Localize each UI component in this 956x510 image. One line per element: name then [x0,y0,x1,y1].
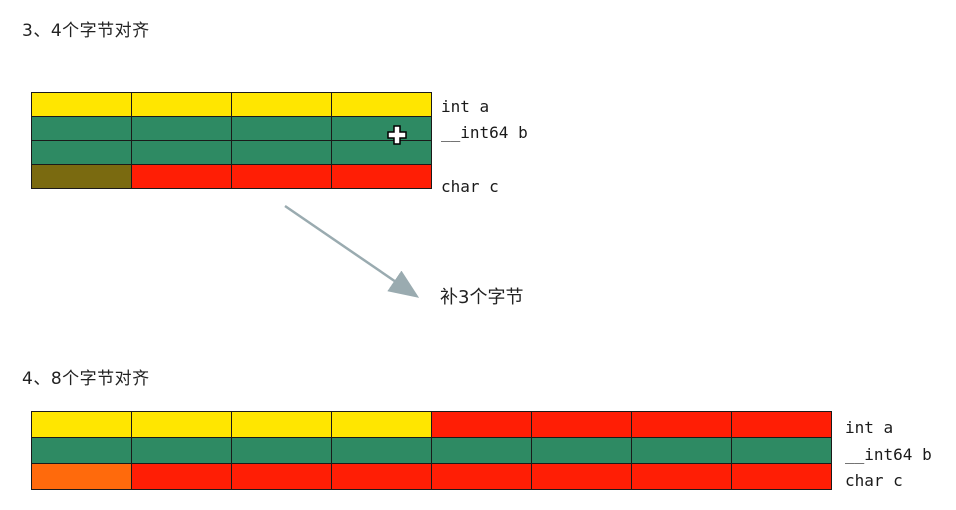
grid2-body [31,411,832,490]
byte-block [731,463,832,490]
byte-block [331,116,432,141]
byte-block [131,437,232,464]
grid1-body [31,92,432,189]
byte-block [431,411,532,438]
memory-layout-4byte [31,92,432,189]
byte-block [231,164,332,189]
field-int-a: int a [441,97,490,116]
byte-block [431,463,532,490]
memory-row-2 [31,140,432,165]
byte-block [631,411,732,438]
byte-block [331,437,432,464]
field-int-a: int a [845,418,894,437]
byte-block [531,411,632,438]
byte-block [531,463,632,490]
byte-block [231,140,332,165]
byte-block [731,411,832,438]
padding-note: 补3个字节 [440,287,524,308]
section2-title: 4、8个字节对齐 [22,369,150,389]
arrow-line [284,204,420,298]
byte-block [231,411,332,438]
byte-block [31,411,132,438]
byte-block [331,411,432,438]
byte-block [631,463,732,490]
field-int64-b: __int64 b [441,123,528,142]
byte-block [331,92,432,117]
section1-title: 3、4个字节对齐 [22,21,150,41]
byte-block [731,437,832,464]
byte-block [431,437,532,464]
byte-block [131,116,232,141]
byte-block [131,164,232,189]
memory-row-0 [31,92,432,117]
memory-row-3 [31,164,432,189]
field-char-c: char c [845,471,903,490]
move-cursor-icon [387,125,407,145]
byte-block [631,437,732,464]
byte-block [531,437,632,464]
memory-row-1 [31,437,832,464]
field-int64-b: __int64 b [845,445,932,464]
memory-row-1 [31,116,432,141]
memory-row-0 [31,411,832,438]
memory-layout-8byte [31,411,832,490]
byte-block [131,411,232,438]
field-char-c: char c [441,177,499,196]
memory-row-2 [31,463,832,490]
byte-block [31,437,132,464]
byte-block [231,437,332,464]
byte-block [31,116,132,141]
byte-block [131,463,232,490]
byte-block [31,463,132,490]
byte-block [331,140,432,165]
byte-block [331,463,432,490]
byte-block [231,463,332,490]
byte-block [331,164,432,189]
byte-block [131,140,232,165]
byte-block [31,164,132,189]
